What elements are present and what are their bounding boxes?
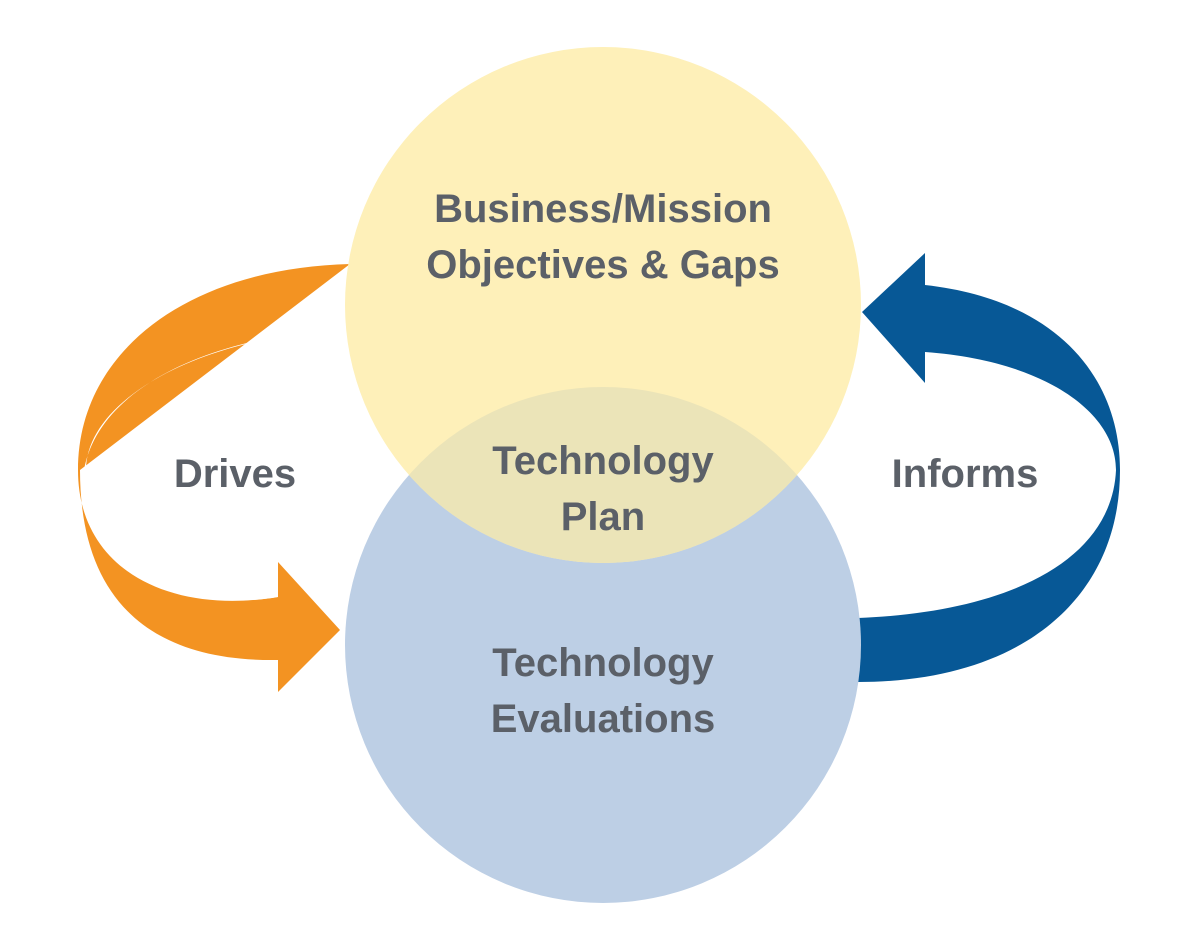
top-circle-label-line1: Business/Mission [434, 187, 772, 231]
informs-label: Informs [892, 452, 1039, 496]
drives-arrow-band [78, 264, 350, 692]
bottom-circle-label-line1: Technology [492, 641, 714, 685]
informs-arrow [858, 253, 1120, 682]
drives-label: Drives [174, 452, 296, 496]
bottom-circle-label-line2: Evaluations [491, 697, 716, 741]
overlap-label-line1: Technology [492, 439, 714, 483]
overlap-label-line2: Plan [561, 495, 645, 539]
informs-arrow-band [858, 253, 1120, 682]
overlap-region [345, 387, 861, 563]
drives-arrow [78, 264, 350, 692]
top-circle-label-line2: Objectives & Gaps [426, 243, 779, 287]
